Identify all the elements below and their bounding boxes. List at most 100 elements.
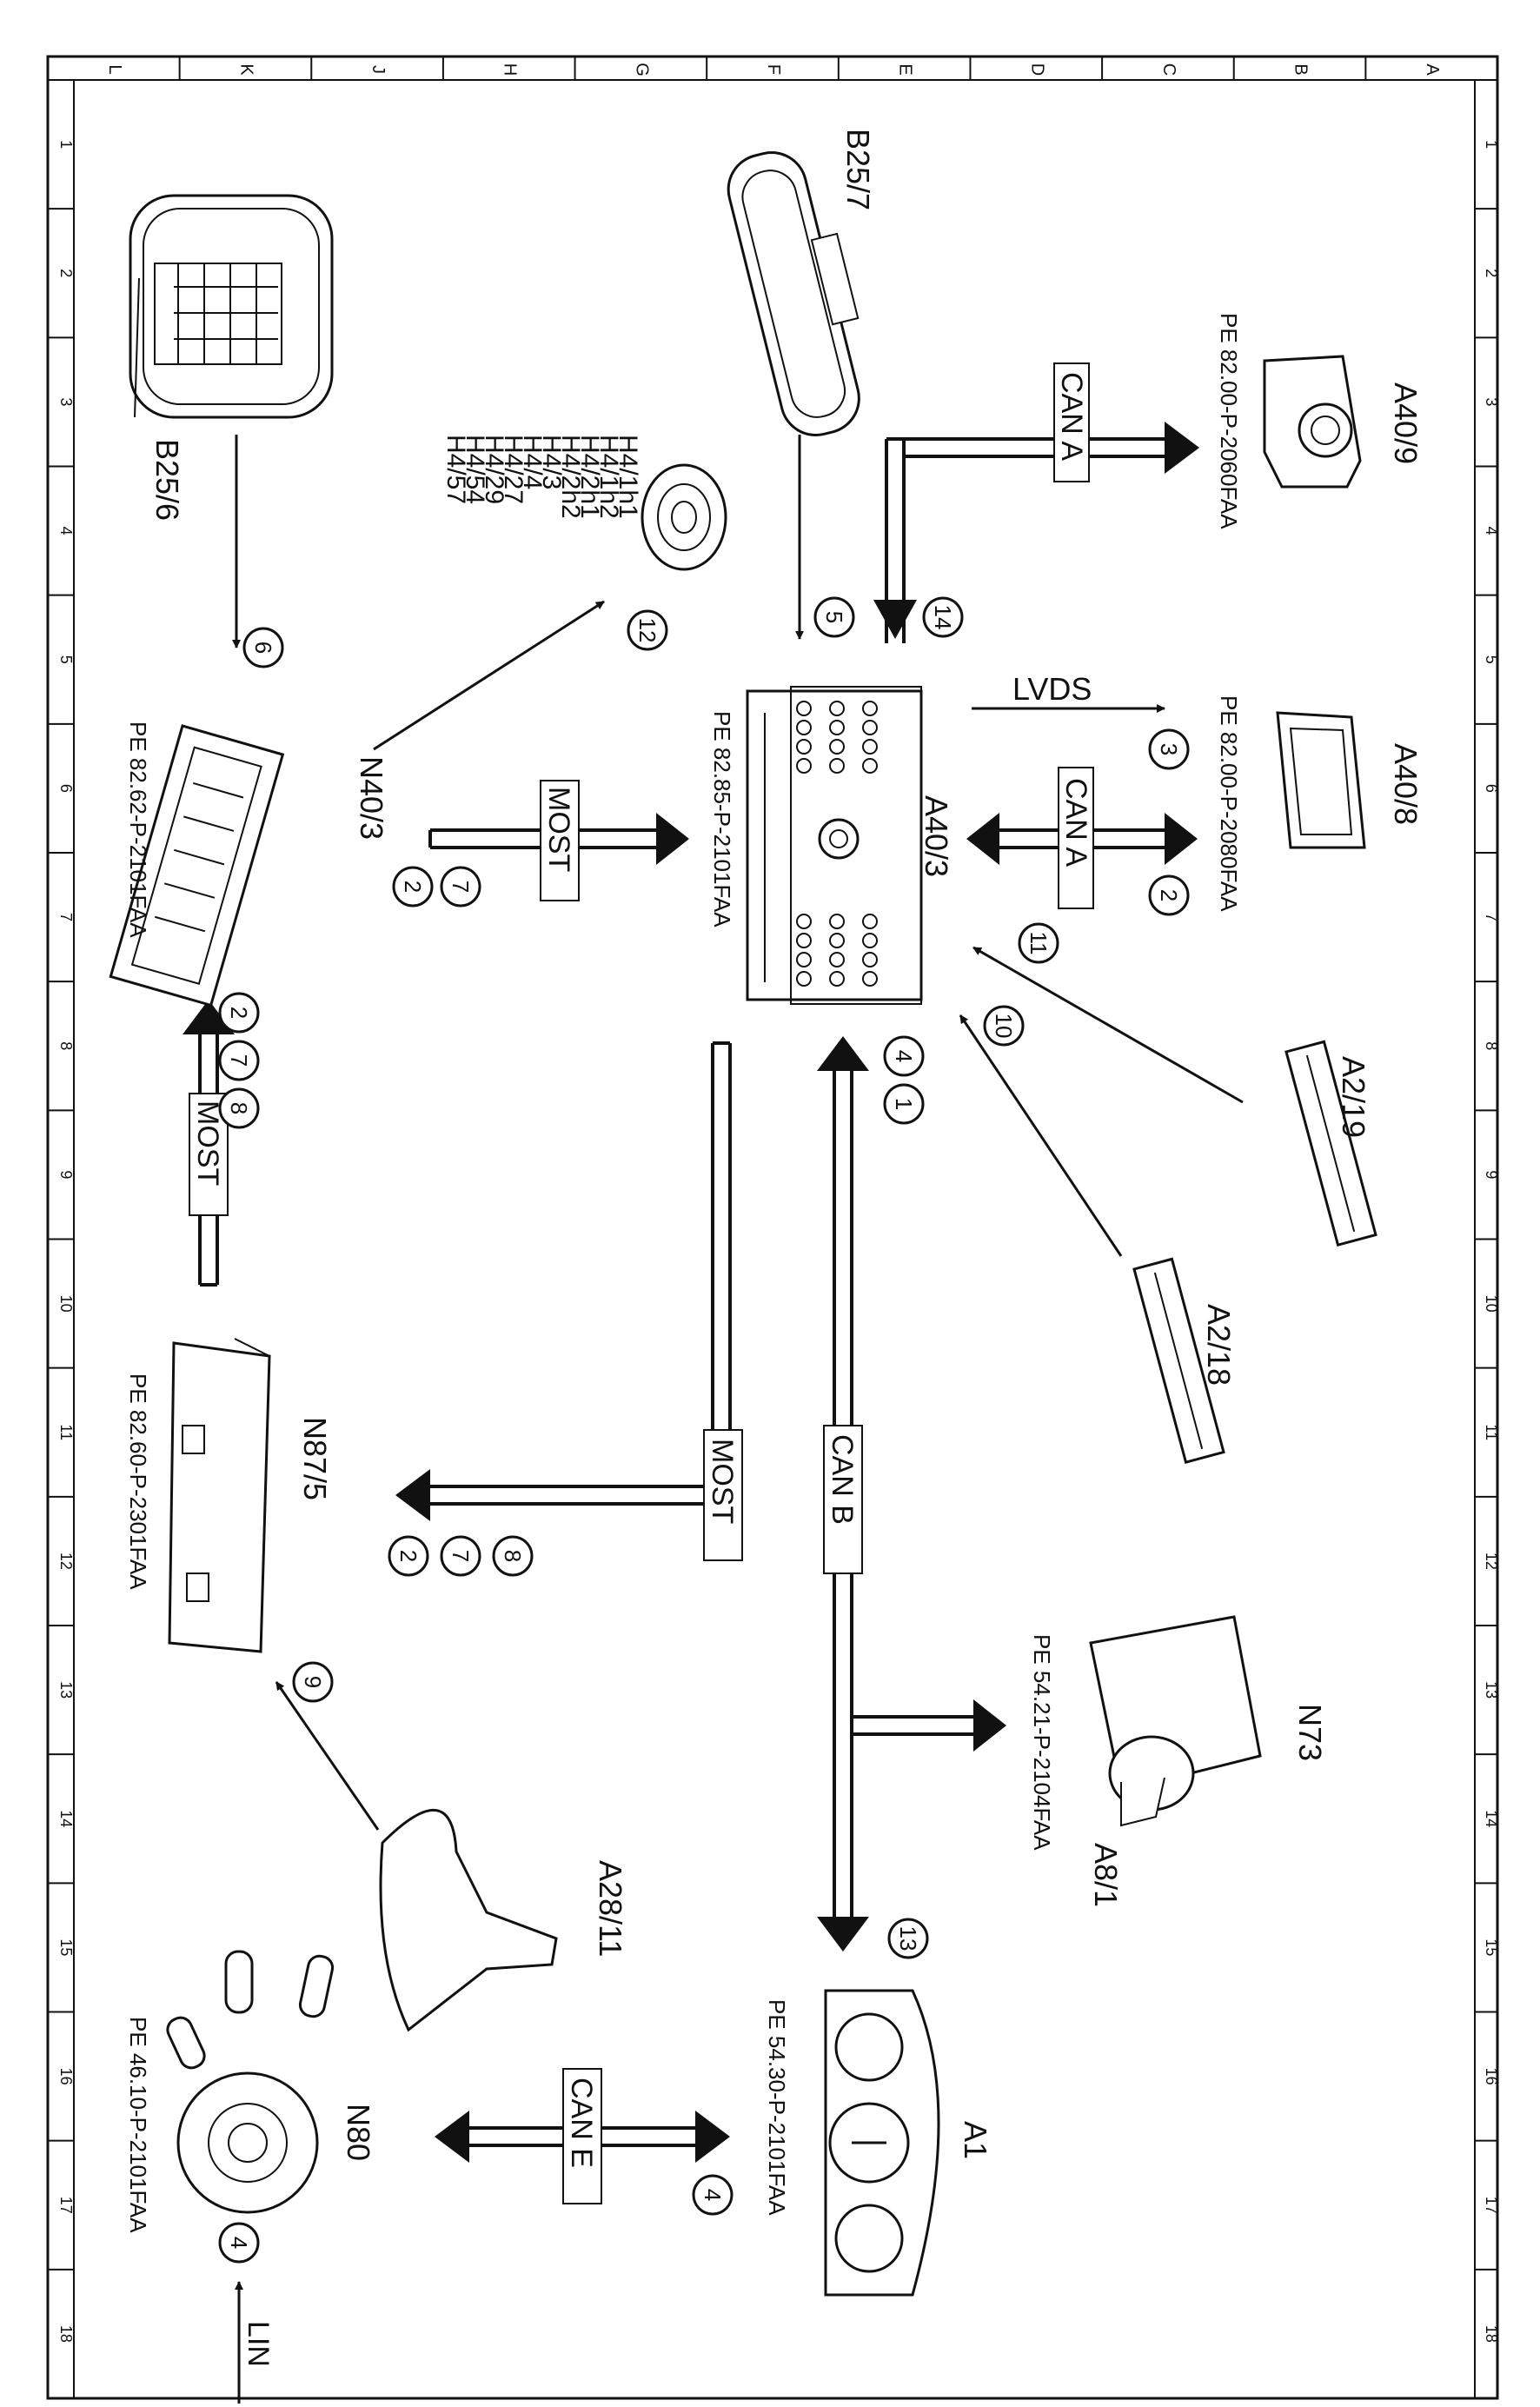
row-number: 18: [57, 2325, 75, 2343]
a40-8-label: A40/8: [1388, 743, 1424, 825]
speaker-code: H4/3: [537, 435, 566, 489]
row-number: 14: [57, 1810, 75, 1827]
callout-c7-most: 7: [218, 1040, 260, 1081]
callout-number: 2: [395, 1550, 422, 1562]
row-number: 9: [57, 1170, 75, 1179]
row-number: 5: [1483, 655, 1500, 664]
can-a-mid-bus: CAN A: [966, 767, 1198, 909]
can-b-label: CAN B: [826, 1434, 859, 1525]
row-number: 12: [1483, 1553, 1500, 1570]
n80-ref: PE 46.10-P-2101FAA: [125, 2017, 151, 2233]
a1-label: A1: [958, 2121, 993, 2159]
n80-label: N80: [341, 2104, 376, 2161]
lin-label: LIN: [242, 2321, 275, 2367]
a2-18-module-icon: [1132, 1257, 1225, 1465]
row-number: 13: [57, 1681, 75, 1699]
callout-number: 2: [1156, 889, 1182, 901]
can-e-label: CAN E: [565, 2078, 598, 2168]
callout-c2-n40: 2: [392, 866, 434, 908]
signal-arrows: [232, 435, 1244, 1831]
callout-number: 8: [500, 1550, 526, 1562]
callout-c6: 6: [242, 627, 284, 668]
most-down-bus: MOST: [183, 1000, 235, 1287]
row-number: 17: [57, 2197, 75, 2214]
row-number: 10: [57, 1295, 75, 1313]
callout-c2-n87: 2: [388, 1535, 429, 1577]
callout-c5: 5: [813, 596, 855, 638]
callout-c3: 3: [1148, 728, 1190, 770]
a40-9-label: A40/9: [1388, 382, 1424, 464]
row-number: 12: [57, 1553, 75, 1570]
callout-number: 2: [400, 881, 426, 893]
a8-1-label: A8/1: [1088, 1843, 1124, 1907]
speaker-code: H4/54: [461, 435, 489, 504]
a2-19-label: A2/19: [1336, 1056, 1371, 1138]
b25-6-selector-icon: [129, 194, 334, 419]
callout-number: 9: [300, 1676, 326, 1688]
callout-number: 6: [250, 642, 276, 654]
speaker-code: H4/29: [480, 435, 508, 504]
speaker-code: H4/57: [441, 435, 470, 504]
a40-8-ref: PE 82.00-P-2080FAA: [1216, 695, 1242, 912]
column-letter: B: [1291, 63, 1311, 75]
a1-ref: PE 54.30-P-2101FAA: [764, 1999, 790, 2216]
callout-c2-mid: 2: [1148, 874, 1190, 916]
most-down-label: MOST: [191, 1100, 224, 1186]
column-letter: L: [105, 64, 124, 74]
column-letter: F: [764, 64, 783, 75]
a40-8-display-icon: [1276, 711, 1366, 849]
speaker-code: H4/2h2: [556, 435, 585, 519]
can-a-mid-label: CAN A: [1059, 778, 1092, 867]
callout-c14: 14: [922, 596, 964, 638]
a1-cluster-icon: [824, 1989, 940, 2297]
lin-link: LIN: [235, 2281, 275, 2404]
row-number: 16: [57, 2068, 75, 2085]
callout-number: 12: [634, 618, 660, 643]
callout-number: 8: [226, 1102, 252, 1114]
callout-number: 1: [891, 1098, 917, 1110]
row-number: 13: [1483, 1681, 1500, 1699]
row-number: 11: [1483, 1424, 1500, 1440]
lvds-link: LVDS: [972, 671, 1165, 713]
callout-number: 14: [930, 605, 956, 630]
a40-9-camera-icon: [1263, 355, 1362, 489]
can-a-top-bus: CAN A: [873, 362, 1199, 643]
n87-5-module-icon: [168, 1338, 271, 1653]
n40-3-label: N40/3: [354, 756, 389, 840]
callout-c7-n40: 7: [440, 866, 481, 908]
a40-3-ref: PE 82.85-P-2101FAA: [709, 711, 735, 928]
row-number: 6: [1483, 784, 1500, 793]
column-letter: D: [1027, 63, 1046, 76]
callout-number: 10: [991, 1014, 1017, 1039]
speaker-code: H4/27: [499, 435, 528, 504]
row-number: 3: [1483, 397, 1500, 406]
column-letter: K: [236, 63, 256, 76]
row-number: 15: [57, 1938, 75, 1956]
most-n87-label: MOST: [706, 1439, 739, 1524]
row-number: 6: [57, 784, 75, 793]
row-number: 7: [57, 913, 75, 921]
callout-number: 4: [891, 1050, 917, 1062]
row-number: 16: [1483, 2068, 1500, 2085]
row-number: 8: [1483, 1041, 1500, 1050]
callout-c1-a40: 1: [883, 1083, 925, 1125]
row-number: 1: [57, 140, 75, 149]
column-letter: J: [368, 65, 388, 74]
can-b-bus: CAN B: [817, 1036, 1006, 1952]
callout-number: 7: [448, 1550, 474, 1562]
can-a-top-label: CAN A: [1055, 372, 1088, 461]
n73-ignition-icon: [1089, 1615, 1262, 1827]
speaker-code: H4/2h1: [575, 435, 604, 519]
speaker-codes: H4/1h1H4/1h2H4/2h1H4/2h2H4/3H4/4H4/27H4/…: [441, 435, 642, 519]
callout-c11: 11: [1018, 922, 1059, 964]
row-number: 15: [1483, 1938, 1500, 1956]
a40-9-ref: PE 82.00-P-2060FAA: [1216, 313, 1242, 529]
row-number: 10: [1483, 1295, 1500, 1313]
n40-3-ref: PE 82.62-P-2101FAA: [125, 721, 151, 938]
speaker-code: H4/1h2: [594, 435, 623, 519]
callout-c4-a40: 4: [883, 1035, 925, 1077]
callout-number: 3: [1156, 743, 1182, 755]
